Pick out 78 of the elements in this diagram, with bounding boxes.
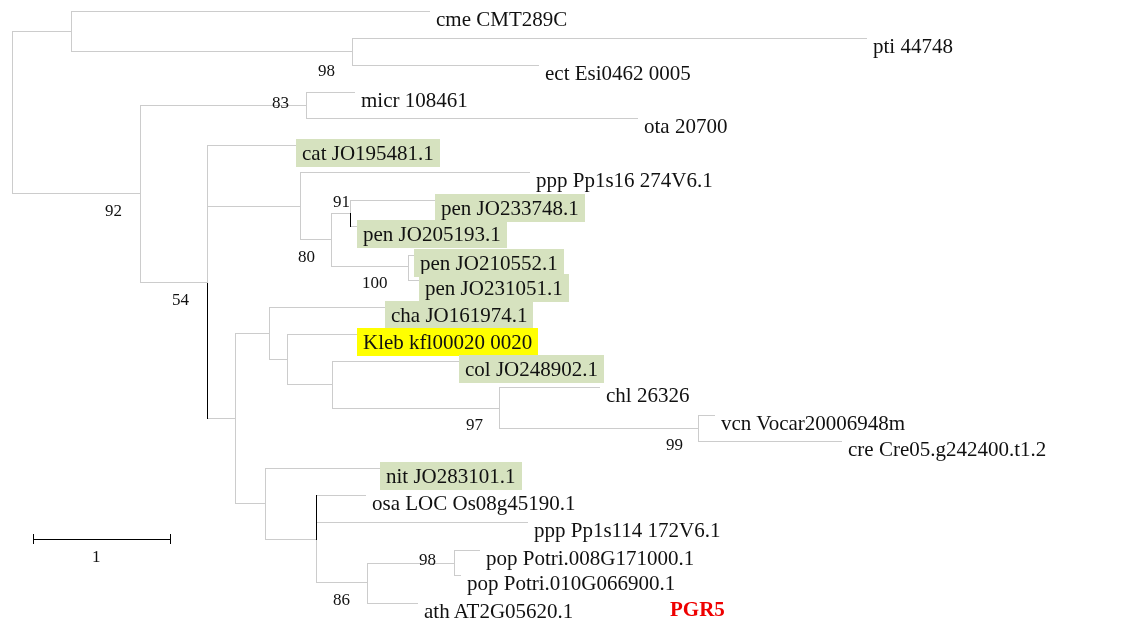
tree-branch — [331, 213, 351, 214]
taxon-label: pop Potri.010G066900.1 — [461, 569, 682, 597]
taxon-label: chl 26326 — [600, 381, 696, 409]
taxon-label: cme CMT289C — [430, 5, 574, 33]
tree-branch — [454, 575, 462, 576]
tree-branch — [269, 307, 386, 308]
tree-branch — [207, 206, 301, 207]
bootstrap-value: 92 — [105, 202, 122, 220]
bootstrap-value: 54 — [172, 291, 189, 309]
highlighted-taxon-label: pen JO231051.1 — [419, 274, 569, 302]
tree-branch — [408, 255, 415, 256]
tree-branch — [300, 239, 332, 240]
tree-branch — [350, 200, 436, 201]
tree-branch — [408, 280, 420, 281]
tree-branch — [265, 468, 381, 469]
highlighted-taxon-label: Kleb kfl00020 0020 — [357, 328, 539, 356]
bootstrap-value: 98 — [419, 551, 436, 569]
tree-branch — [71, 11, 431, 12]
tree-branch — [367, 563, 455, 564]
tree-branch — [140, 282, 208, 283]
tree-branch — [306, 92, 356, 93]
tree-branch — [352, 38, 868, 39]
tree-branch — [316, 522, 529, 523]
highlighted-taxon-label: pen JO233748.1 — [435, 194, 585, 222]
tree-branch — [316, 495, 367, 496]
tree-branch — [235, 333, 270, 334]
tree-branch — [71, 51, 353, 52]
tree-branch — [350, 226, 358, 227]
taxon-label: pti 44748 — [867, 32, 959, 60]
bootstrap-value: 86 — [333, 591, 350, 609]
tree-branch — [287, 334, 358, 335]
tree-branch — [698, 415, 716, 416]
bootstrap-value: 99 — [666, 436, 683, 454]
taxon-label: osa LOC Os08g45190.1 — [366, 489, 582, 517]
gene-name-label: PGR5 — [670, 597, 725, 621]
bootstrap-value: 100 — [362, 274, 388, 292]
tree-branch — [454, 550, 481, 551]
tree-branch — [287, 384, 333, 385]
tree-branch — [269, 359, 288, 360]
tree-branch — [499, 428, 699, 429]
highlighted-taxon-label: pen JO205193.1 — [357, 220, 507, 248]
highlighted-taxon-label: cha JO161974.1 — [385, 301, 534, 329]
tree-branch — [12, 31, 72, 32]
bootstrap-value: 83 — [272, 94, 289, 112]
taxon-label: cre Cre05.g242400.t1.2 — [842, 435, 1053, 463]
tree-branch — [207, 418, 236, 419]
tree-branch — [316, 582, 368, 583]
taxon-label: ota 20700 — [638, 112, 734, 140]
tree-branch — [499, 387, 601, 388]
highlighted-taxon-label: cat JO195481.1 — [296, 139, 440, 167]
taxon-label: vcn Vocar20006948m — [715, 409, 912, 437]
taxon-label: ect Esi0462 0005 — [539, 59, 697, 87]
highlighted-taxon-label: col JO248902.1 — [459, 355, 604, 383]
taxon-label: pop Potri.008G171000.1 — [480, 544, 701, 572]
tree-branch — [12, 193, 141, 194]
scale-value: 1 — [92, 548, 101, 566]
tree-branch — [140, 105, 307, 106]
tree-branch — [332, 361, 460, 362]
highlighted-taxon-label: nit JO283101.1 — [380, 462, 522, 490]
tree-branch — [300, 172, 531, 173]
bootstrap-value: 97 — [466, 416, 483, 434]
highlighted-taxon-label: pen JO210552.1 — [414, 249, 564, 277]
tree-branch — [698, 441, 843, 442]
tree-branch — [265, 539, 317, 540]
taxon-label: micr 108461 — [355, 86, 474, 114]
taxon-label: ath AT2G05620.1 — [418, 597, 580, 625]
tree-branch — [235, 503, 266, 504]
bootstrap-value: 91 — [333, 193, 350, 211]
taxon-label: ppp Pp1s114 172V6.1 — [528, 516, 727, 544]
bootstrap-value: 98 — [318, 62, 335, 80]
tree-branch — [332, 408, 500, 409]
tree-branch — [352, 65, 540, 66]
tree-branch — [331, 266, 409, 267]
tree-branch — [207, 145, 297, 146]
tree-branch — [306, 118, 639, 119]
taxon-label: ppp Pp1s16 274V6.1 — [530, 166, 719, 194]
bootstrap-value: 80 — [298, 248, 315, 266]
tree-branch — [367, 603, 419, 604]
